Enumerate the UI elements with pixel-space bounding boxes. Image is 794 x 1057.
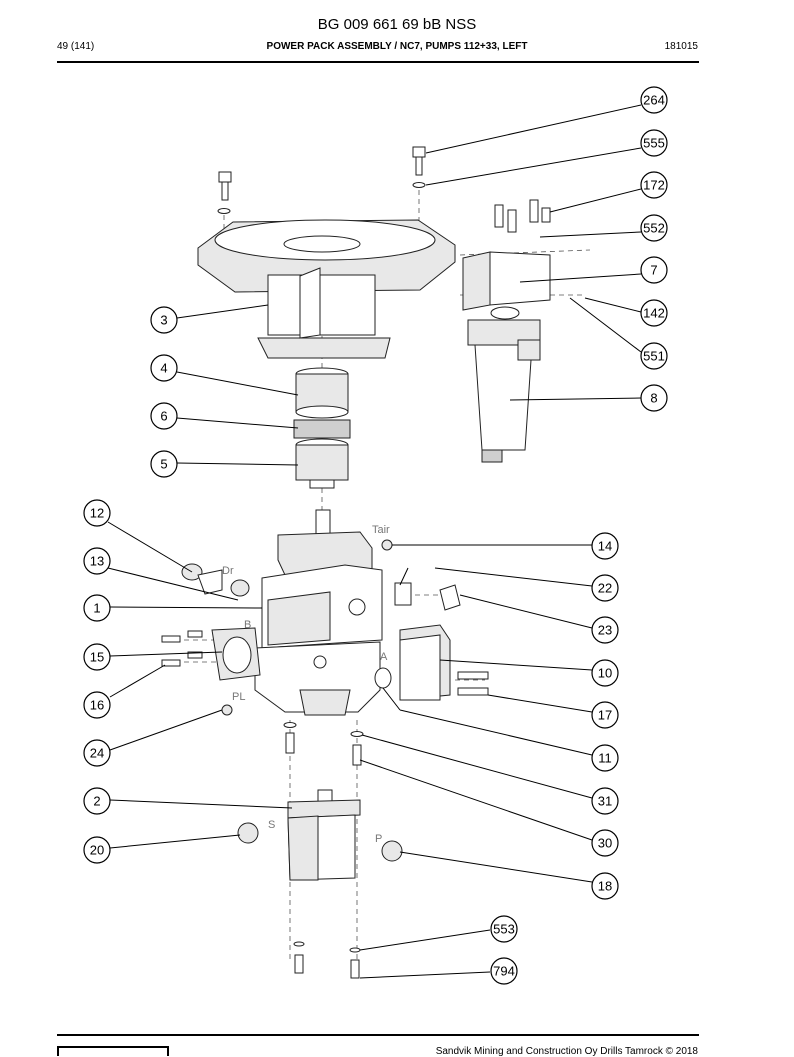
svg-text:11: 11 — [598, 751, 612, 766]
footer-rule — [57, 1034, 699, 1036]
callout-10: 10 — [591, 659, 619, 687]
callout-22: 22 — [591, 574, 619, 602]
callout-172: 172 — [640, 171, 668, 199]
svg-text:1: 1 — [93, 601, 100, 616]
svg-text:12: 12 — [90, 506, 104, 521]
filter-bracket — [462, 199, 551, 311]
callout-551: 551 — [640, 342, 668, 370]
sandvik-logo — [57, 1046, 169, 1056]
callout-15: 15 — [83, 643, 111, 671]
callout-13: 13 — [83, 547, 111, 575]
svg-text:7: 7 — [650, 263, 657, 278]
svg-text:552: 552 — [643, 221, 665, 236]
svg-text:15: 15 — [90, 650, 104, 665]
main-pump — [254, 509, 383, 716]
coupling-hub-upper — [295, 367, 349, 419]
leader-lines — [107, 104, 642, 979]
svg-text:4: 4 — [160, 361, 167, 376]
port-label-pl: PL — [232, 691, 245, 703]
port-label-p: P — [375, 833, 382, 845]
svg-text:16: 16 — [90, 698, 104, 713]
svg-text:17: 17 — [598, 708, 612, 723]
page-title: POWER PACK ASSEMBLY / NC7, PUMPS 112+33,… — [266, 41, 528, 52]
coupling-spider — [293, 419, 351, 439]
callout-23: 23 — [591, 616, 619, 644]
svg-text:142: 142 — [643, 306, 665, 321]
footer-copyright: Sandvik Mining and Construction Oy Drill… — [435, 1046, 698, 1057]
callout-20: 20 — [83, 836, 111, 864]
callout-552: 552 — [640, 214, 668, 242]
callout-24: 24 — [83, 739, 111, 767]
svg-text:2: 2 — [93, 794, 100, 809]
callout-6: 6 — [150, 402, 178, 430]
svg-text:555: 555 — [643, 136, 665, 151]
svg-text:551: 551 — [643, 349, 665, 364]
flange-bolts — [217, 146, 426, 214]
pressure-filter — [467, 306, 541, 463]
header-rule — [57, 61, 699, 63]
svg-text:172: 172 — [643, 178, 665, 193]
port-label-a: A — [380, 651, 388, 663]
callout-18: 18 — [591, 872, 619, 900]
svg-text:3: 3 — [160, 313, 167, 328]
callout-553: 553 — [490, 915, 518, 943]
valve-block — [399, 624, 489, 701]
svg-text:5: 5 — [160, 457, 167, 472]
svg-text:10: 10 — [598, 666, 612, 681]
lower-screws — [283, 722, 364, 979]
svg-text:14: 14 — [598, 539, 612, 554]
callout-1: 1 — [83, 594, 111, 622]
svg-text:23: 23 — [598, 623, 612, 638]
page-number: 49 (141) — [57, 41, 95, 52]
port-flange — [161, 627, 261, 681]
callout-7: 7 — [640, 256, 668, 284]
svg-text:264: 264 — [643, 93, 665, 108]
port-label-dr: Dr — [222, 565, 234, 577]
callout-4: 4 — [150, 354, 178, 382]
callout-264: 264 — [640, 86, 668, 114]
callout-11: 11 — [591, 744, 619, 772]
svg-text:22: 22 — [598, 581, 612, 596]
svg-text:6: 6 — [160, 409, 167, 424]
callout-14: 14 — [591, 532, 619, 560]
callout-3: 3 — [150, 306, 178, 334]
document-number: BG 009 661 69 bB NSS — [317, 16, 477, 33]
revision-date: 181015 — [664, 41, 698, 52]
svg-text:20: 20 — [90, 843, 104, 858]
svg-text:31: 31 — [598, 794, 612, 809]
coupling-hub-lower — [295, 438, 349, 489]
callout-30: 30 — [591, 829, 619, 857]
callout-16: 16 — [83, 691, 111, 719]
pump-fittings — [181, 539, 461, 716]
callout-555: 555 — [640, 129, 668, 157]
bellhousing-flange — [197, 219, 456, 359]
callout-2: 2 — [83, 787, 111, 815]
callout-8: 8 — [640, 384, 668, 412]
port-label-b: B — [244, 619, 251, 631]
svg-text:553: 553 — [493, 922, 515, 937]
svg-text:13: 13 — [90, 554, 104, 569]
callout-17: 17 — [591, 701, 619, 729]
svg-text:8: 8 — [650, 391, 657, 406]
callout-12: 12 — [83, 499, 111, 527]
svg-text:24: 24 — [90, 746, 104, 761]
callout-5: 5 — [150, 450, 178, 478]
svg-text:794: 794 — [493, 964, 515, 979]
port-label-tair: Tair — [372, 524, 390, 536]
callout-794: 794 — [490, 957, 518, 985]
callout-142: 142 — [640, 299, 668, 327]
callout-31: 31 — [591, 787, 619, 815]
port-label-s: S — [268, 819, 275, 831]
gear-pump — [237, 789, 403, 881]
svg-text:18: 18 — [598, 879, 612, 894]
svg-text:30: 30 — [598, 836, 612, 851]
